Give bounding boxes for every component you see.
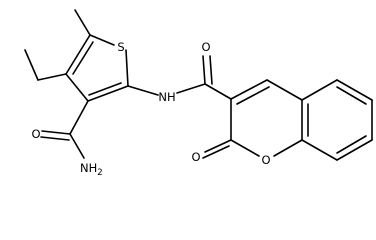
bond-c4-c5 [65,34,91,75]
bond-c4-c4a [266,79,303,101]
bond-c3-c4 [65,73,89,102]
bond-c-coumarin [204,83,232,100]
bonds [24,9,373,161]
amine-nh-text: NH [80,161,97,175]
bond-amide-c-o-double [40,136,70,141]
atom-sulfur: S [117,40,124,54]
bond-oring-c8a [273,139,303,157]
bond-amide-c-o [41,130,71,135]
bond-c2-nh [127,85,159,96]
bond-c3-c4-pyrone-double [236,86,270,105]
bond-carbonyl [202,55,206,85]
bond-c2-oring [230,139,260,157]
bond-amide-c-nh2 [69,133,85,159]
bond-c4a-c5 [301,79,338,101]
atom-ring-oxygen: O [261,153,270,167]
atom-amide-oxygen: O [31,127,40,141]
bond-c2-c3 [87,85,129,102]
amine-subscript: 2 [97,168,102,178]
bond-lactone-co-double [202,145,230,159]
bond-nh-c [176,83,206,94]
bond-s-c2 [125,49,129,87]
bond-c5-c6-double [336,86,367,105]
bond-c5-c6 [336,79,373,101]
bond-ethyl-1 [37,73,67,81]
bond-c2-c3-double [88,82,122,96]
bond-lactone-co [204,139,232,153]
bond-c7-c8-double [336,135,367,154]
atom-carbonyl-oxygen: O [201,40,210,54]
bond-c4-c5-double [72,41,94,75]
atom-primary-amine: NH2 [80,161,103,178]
bond-c3-amide-c [69,100,89,135]
bond-methyl [74,9,91,36]
bond-c3-c4-pyrone [230,79,268,100]
atom-amide-nh: NH [158,90,175,104]
bond-c7-c8 [336,139,373,161]
chemical-structure: S NH O NH2 O O O [24,9,373,178]
bond-c5-s [89,34,115,46]
atom-lactone-oxygen: O [191,150,200,164]
bond-carbonyl-double [209,55,213,85]
bond-c8-c8a [301,139,338,161]
bond-ethyl-2 [24,49,39,81]
atom-labels: S NH O NH2 O O O [31,40,270,178]
